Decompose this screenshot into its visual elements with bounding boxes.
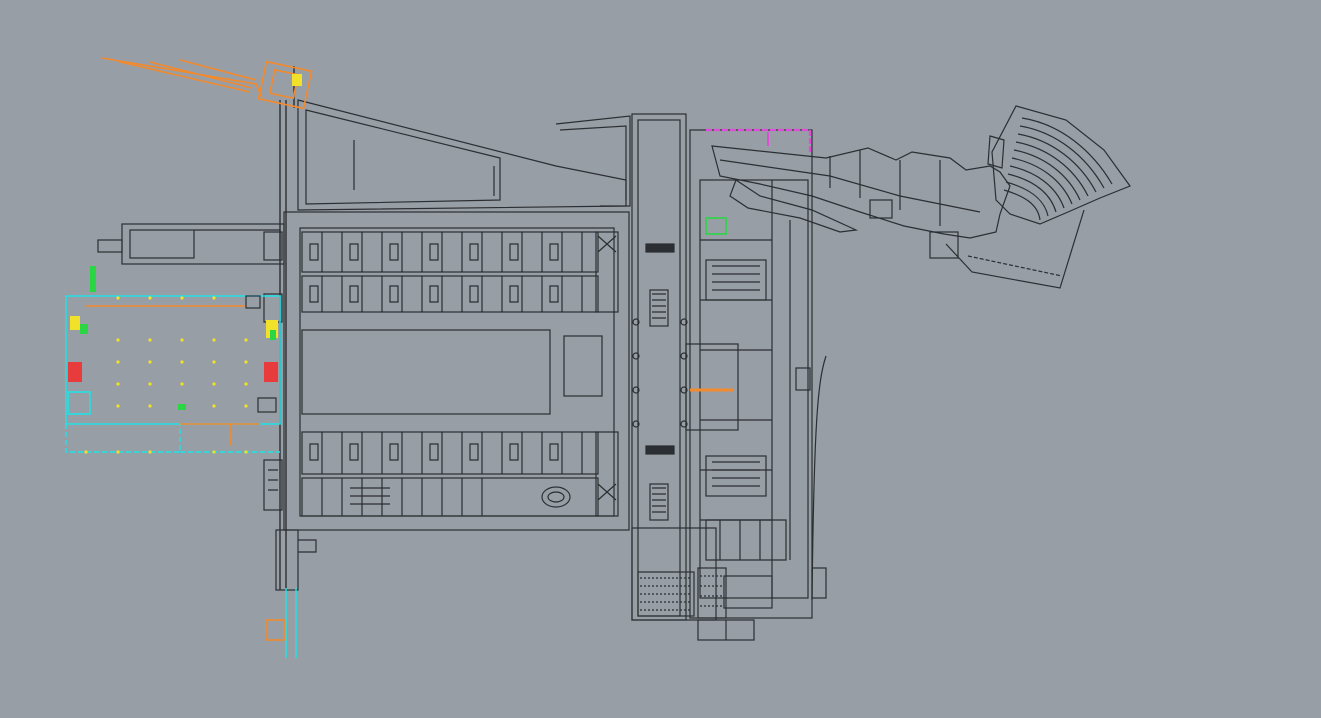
north-triangle-wing	[297, 99, 631, 211]
yellow-column-grid	[84, 296, 248, 454]
cyan-outline-annex	[65, 295, 297, 658]
orange-annex-lines	[86, 305, 285, 641]
west-wing	[283, 211, 630, 531]
south-room-row	[301, 431, 599, 517]
orange-entrance-canopy	[101, 57, 313, 110]
equipment-markers	[68, 217, 727, 413]
north-room-row	[301, 231, 599, 313]
magenta-boundary	[706, 128, 812, 152]
auditorium-fan	[987, 105, 1131, 225]
northeast-wing	[711, 145, 1085, 289]
